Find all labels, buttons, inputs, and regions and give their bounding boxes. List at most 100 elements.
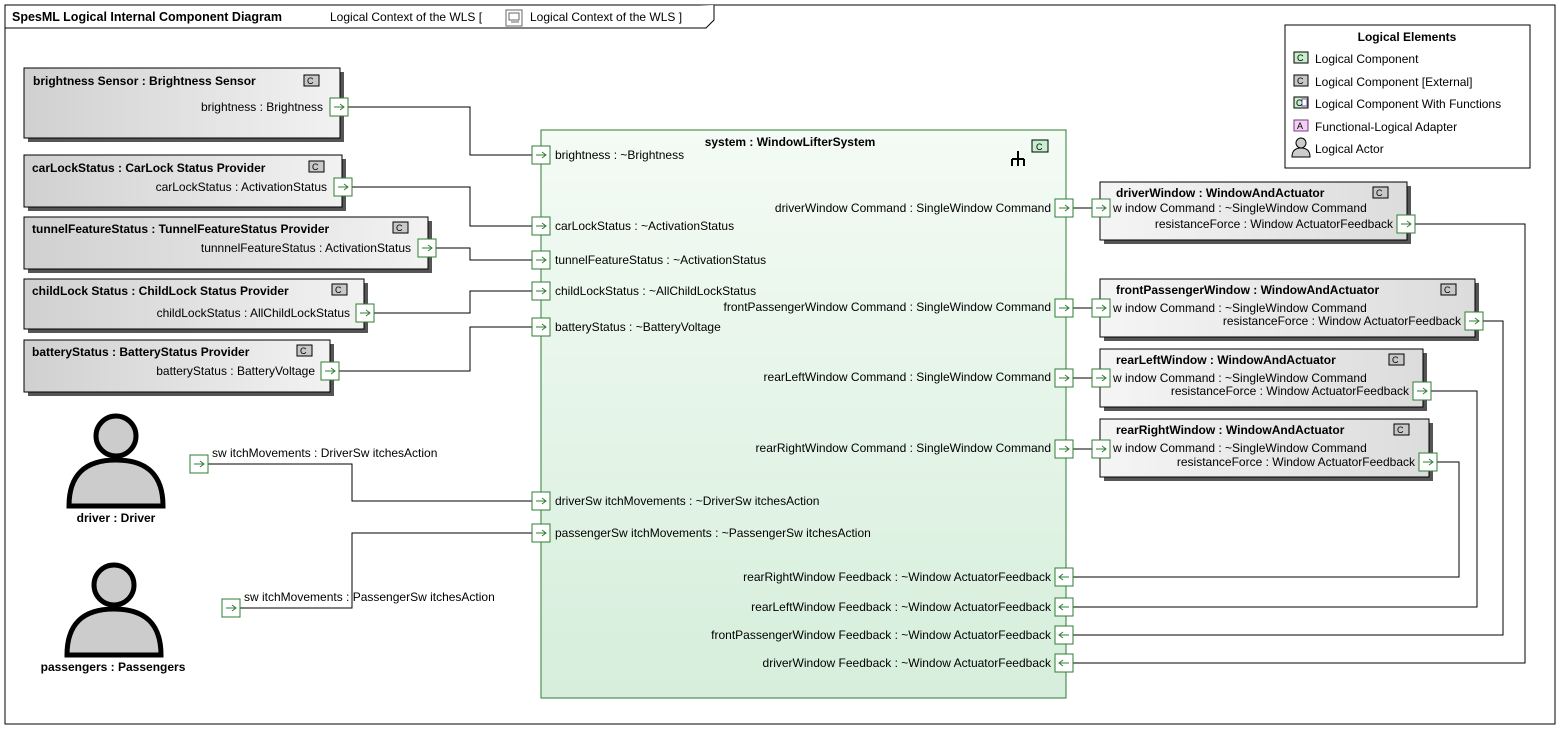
- svg-text:C: C: [307, 76, 314, 86]
- svg-text:C: C: [1376, 188, 1383, 198]
- port-rearright-cmd-in[interactable]: [1091, 439, 1111, 459]
- actor-port-label: sw itchMovements : PassengerSw itchesAct…: [244, 590, 495, 604]
- port-driver-cmd-in[interactable]: [1091, 198, 1111, 218]
- system-port-label: tunnelFeatureStatus : ~ActivationStatus: [555, 253, 766, 267]
- port-brightness-out[interactable]: [329, 97, 349, 117]
- svg-text:C: C: [1296, 98, 1303, 108]
- port-label: carLockStatus : ActivationStatus: [156, 180, 327, 194]
- port-label: resistanceForce : Window ActuatorFeedbac…: [1223, 314, 1462, 328]
- external-component-battery-status[interactable]: batteryStatus : BatteryStatus Provider C…: [23, 339, 334, 396]
- system-port-label: driverWindow Command : SingleWindow Comm…: [775, 201, 1051, 215]
- port-system-rearleft-cmd-out[interactable]: [1054, 368, 1074, 388]
- port-system-front-cmd-out[interactable]: [1054, 298, 1074, 318]
- ports: [189, 97, 1484, 673]
- port-system-driver-cmd-out[interactable]: [1054, 198, 1074, 218]
- component-title: batteryStatus : BatteryStatus Provider: [32, 345, 250, 359]
- svg-text:A: A: [1297, 121, 1303, 131]
- svg-text:Logical Component: Logical Component: [1315, 52, 1419, 66]
- port-rearleft-cmd-in[interactable]: [1091, 368, 1111, 388]
- system-port-label: rearLeftWindow Feedback : ~Window Actuat…: [751, 600, 1052, 614]
- legend-item-logical-component: C Logical Component: [1293, 51, 1419, 66]
- port-system-battery-in[interactable]: [531, 317, 551, 337]
- port-label: w indow Command : ~SingleWindow Command: [1112, 371, 1367, 385]
- legend-item-actor: Logical Actor: [1291, 137, 1384, 158]
- frame-kind: SpesML Logical Internal Component Diagra…: [12, 10, 282, 24]
- port-driver-switch-out[interactable]: [189, 454, 209, 474]
- legend-item-external-component: C Logical Component [External]: [1293, 74, 1472, 89]
- port-system-rearleft-fb-in[interactable]: [1054, 597, 1074, 617]
- system-port-label: rearRightWindow Command : SingleWindow C…: [756, 441, 1051, 455]
- decomposition-icon: [1011, 151, 1025, 166]
- actor-name: driver : Driver: [77, 511, 156, 525]
- port-passenger-switch-out[interactable]: [221, 598, 241, 618]
- actor-icon: [64, 562, 164, 658]
- actor-passengers[interactable]: passengers : Passengers: [41, 562, 186, 674]
- actor-driver[interactable]: driver : Driver: [66, 413, 166, 525]
- svg-text:Logical Component [External]: Logical Component [External]: [1315, 75, 1472, 89]
- external-component-tunnel-feature-status[interactable]: tunnelFeatureStatus : TunnelFeatureStatu…: [23, 216, 432, 273]
- port-carlock-out[interactable]: [333, 177, 353, 197]
- svg-text:Logical Component With Functio: Logical Component With Functions: [1315, 97, 1501, 111]
- system-component[interactable]: system : WindowLifterSystem C brightness…: [540, 129, 1067, 699]
- port-system-childlock-in[interactable]: [531, 281, 551, 301]
- system-port-label: frontPassengerWindow Feedback : ~Window …: [711, 628, 1052, 642]
- component-title: tunnelFeatureStatus : TunnelFeatureStatu…: [32, 222, 329, 236]
- port-system-driver-switch-in[interactable]: [531, 491, 551, 511]
- external-component-childlock-status[interactable]: childLock Status : ChildLock Status Prov…: [23, 278, 368, 333]
- port-childlock-out[interactable]: [355, 303, 375, 323]
- window-component-rear-right[interactable]: rearRightWindow : WindowAndActuator C w …: [1099, 418, 1433, 481]
- svg-text:Logical Actor: Logical Actor: [1315, 142, 1384, 156]
- svg-text:C: C: [335, 285, 342, 295]
- system-port-label: childLockStatus : ~AllChildLockStatus: [555, 284, 756, 298]
- port-front-cmd-in[interactable]: [1091, 298, 1111, 318]
- port-system-driver-fb-in[interactable]: [1054, 653, 1074, 673]
- actor-name: passengers : Passengers: [41, 660, 186, 674]
- component-title: rearRightWindow : WindowAndActuator: [1116, 423, 1345, 437]
- svg-text:C: C: [1036, 142, 1043, 152]
- port-label: tunnnelFeatureStatus : ActivationStatus: [201, 241, 411, 255]
- svg-text:C: C: [312, 162, 319, 172]
- external-component-carlock-status[interactable]: carLockStatus : CarLock Status Provider …: [23, 154, 346, 211]
- component-title: brightness Sensor : Brightness Sensor: [33, 74, 256, 88]
- component-title: frontPassengerWindow : WindowAndActuator: [1116, 283, 1379, 297]
- port-battery-out[interactable]: [320, 361, 340, 381]
- port-tunnel-out[interactable]: [417, 238, 437, 258]
- diagram-icon: [505, 9, 523, 27]
- port-system-rearright-fb-in[interactable]: [1054, 567, 1074, 587]
- system-port-label: rearRightWindow Feedback : ~Window Actua…: [743, 570, 1052, 584]
- port-system-carlock-in[interactable]: [531, 216, 551, 236]
- svg-text:C: C: [396, 223, 403, 233]
- port-rearleft-fb-out[interactable]: [1412, 381, 1432, 401]
- legend-item-component-with-functions: C Logical Component With Functions: [1293, 96, 1501, 111]
- window-component-front-passenger[interactable]: frontPassengerWindow : WindowAndActuator…: [1099, 278, 1479, 341]
- port-front-fb-out[interactable]: [1464, 311, 1484, 331]
- system-port-label: driverSw itchMovements : ~DriverSw itche…: [555, 494, 819, 508]
- system-port-label: passengerSw itchMovements : ~PassengerSw…: [555, 526, 871, 540]
- window-component-driver[interactable]: driverWindow : WindowAndActuator C w ind…: [1099, 181, 1411, 244]
- system-title: system : WindowLifterSystem: [705, 135, 876, 149]
- svg-text:C: C: [1297, 76, 1304, 86]
- svg-text:C: C: [300, 346, 307, 356]
- port-driver-fb-out[interactable]: [1396, 214, 1416, 234]
- port-system-brightness-in[interactable]: [531, 145, 551, 165]
- external-component-brightness-sensor[interactable]: brightness Sensor : Brightness Sensor C …: [23, 67, 344, 142]
- frame-name: Logical Context of the WLS [: [330, 10, 483, 24]
- window-component-rear-left[interactable]: rearLeftWindow : WindowAndActuator C w i…: [1099, 348, 1427, 411]
- system-port-label: batteryStatus : ~BatteryVoltage: [555, 320, 721, 334]
- connectors: [208, 106, 1526, 664]
- port-label: resistanceForce : Window ActuatorFeedbac…: [1155, 217, 1394, 231]
- port-rearright-fb-out[interactable]: [1418, 452, 1438, 472]
- legend: Logical Elements C Logical Component C L…: [1284, 24, 1531, 169]
- system-port-label: driverWindow Feedback : ~Window Actuator…: [763, 656, 1052, 670]
- system-port-label: carLockStatus : ~ActivationStatus: [555, 219, 734, 233]
- component-title: childLock Status : ChildLock Status Prov…: [32, 284, 289, 298]
- legend-title: Logical Elements: [1358, 30, 1457, 44]
- port-system-tunnel-in[interactable]: [531, 250, 551, 270]
- port-label: w indow Command : ~SingleWindow Command: [1112, 441, 1367, 455]
- port-system-front-fb-in[interactable]: [1054, 625, 1074, 645]
- svg-text:C: C: [1297, 53, 1304, 63]
- port-system-rearright-cmd-out[interactable]: [1054, 439, 1074, 459]
- port-system-passenger-switch-in[interactable]: [531, 523, 551, 543]
- system-port-label: frontPassengerWindow Command : SingleWin…: [724, 300, 1051, 314]
